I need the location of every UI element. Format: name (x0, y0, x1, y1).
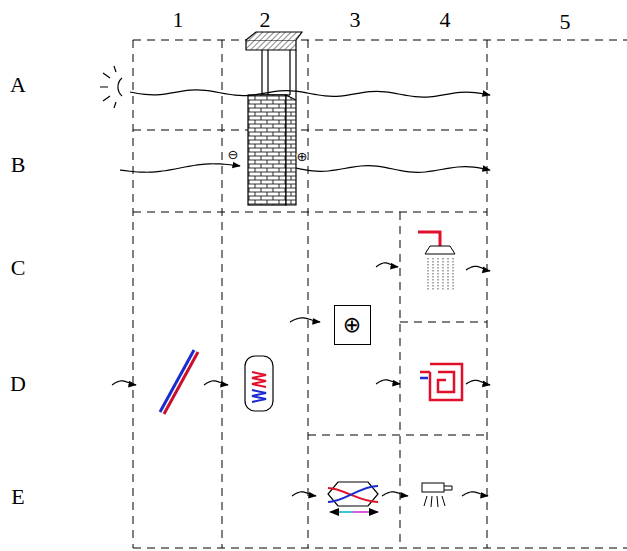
collector-panel (160, 350, 198, 414)
flow-arrow (296, 166, 490, 173)
polarity-sign: ⊕ (297, 150, 308, 163)
column-number: 3 (350, 9, 361, 31)
sun-symbol (100, 66, 122, 108)
column-number: 1 (173, 9, 184, 31)
flow-arrow (376, 263, 398, 267)
shower-symbol (418, 232, 455, 290)
ventilation-outlet (422, 483, 452, 507)
row-letter: D (10, 373, 26, 395)
column-number: 5 (560, 11, 571, 33)
flow-arrow (112, 381, 136, 385)
flow-arrow (204, 381, 228, 385)
row-letter: A (10, 74, 26, 96)
flow-arrow (292, 492, 316, 496)
flow-arrow (462, 492, 488, 496)
wall-with-window (246, 32, 302, 205)
polarity-sign: ⊖ (228, 148, 239, 161)
flow-arrow (382, 492, 408, 496)
storage-tank (245, 356, 273, 411)
row-letter: E (11, 486, 24, 508)
flow-arrow (466, 266, 490, 271)
flow-arrow (130, 90, 490, 97)
heater-box: ⊕ (334, 305, 371, 345)
grid-lines (133, 40, 627, 548)
row-letter: C (11, 257, 26, 279)
node-symbol: ⊕ (343, 314, 361, 336)
floor-heating-symbol (420, 364, 462, 400)
row-letter: B (11, 154, 26, 176)
flow-arrow (376, 380, 400, 384)
column-number: 4 (440, 9, 451, 31)
heat-flow-arrows (112, 90, 490, 496)
flow-arrow (290, 318, 320, 322)
column-number: 2 (260, 9, 271, 31)
flow-arrow (466, 380, 490, 385)
heat-exchanger-symbol (328, 482, 378, 512)
flow-arrow (120, 164, 240, 172)
